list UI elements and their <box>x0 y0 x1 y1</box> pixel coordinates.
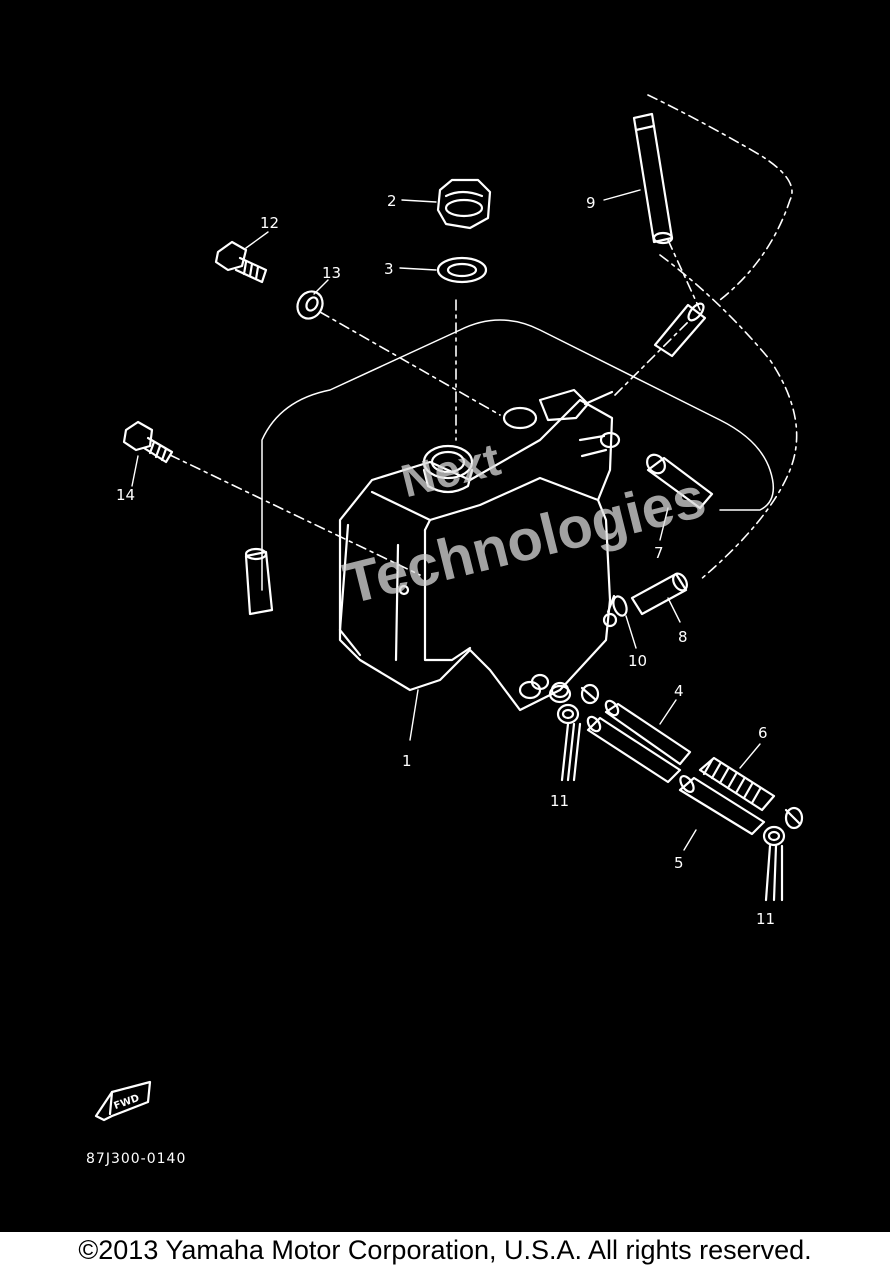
parts-diagram: Next Technologies 2 3 12 13 14 9 1 7 8 1… <box>0 0 890 1232</box>
callout-9: 9 <box>586 194 596 212</box>
hose-7 <box>646 453 714 510</box>
callout-10: 10 <box>628 652 647 670</box>
cap-part <box>436 178 492 230</box>
watermark-line1: Next <box>396 433 505 508</box>
callout-8: 8 <box>678 628 688 646</box>
callout-12: 12 <box>260 214 279 232</box>
callout-11-right: 11 <box>756 910 775 928</box>
bolt-14 <box>122 420 174 464</box>
callout-6: 6 <box>758 724 768 742</box>
clamps-11-right <box>762 806 804 902</box>
callout-3: 3 <box>384 260 394 278</box>
spring-hose-6 <box>698 756 776 812</box>
diagram-code: 87J300-0140 <box>86 1151 186 1167</box>
callout-14: 14 <box>116 486 135 504</box>
washer-13 <box>296 290 324 320</box>
callout-2: 2 <box>387 192 397 210</box>
hose-9 <box>632 112 674 245</box>
copyright-notice: ©2013 Yamaha Motor Corporation, U.S.A. A… <box>78 1235 812 1265</box>
hose-8 <box>630 572 688 616</box>
callout-1: 1 <box>402 752 412 770</box>
callout-11-left: 11 <box>550 792 569 810</box>
gasket-part <box>436 256 488 284</box>
hose-5 <box>678 774 766 836</box>
tank-part <box>338 388 621 712</box>
fwd-arrow-icon <box>94 1080 152 1122</box>
callout-7: 7 <box>654 544 664 562</box>
bolt-12 <box>214 240 268 284</box>
clip-10 <box>606 594 628 617</box>
callout-4: 4 <box>674 682 684 700</box>
hose-left <box>244 547 274 616</box>
clamps-11-left <box>556 683 600 782</box>
hose-lower <box>586 715 682 784</box>
tank-guide-line <box>261 319 775 591</box>
exploded-view-drawing: Next Technologies 2 3 12 13 14 9 1 7 8 1… <box>86 94 804 1167</box>
hose-4 <box>604 699 692 766</box>
watermark-line2: Technologies <box>338 464 712 616</box>
watermark: Next Technologies <box>338 433 712 617</box>
callouts: 2 3 12 13 14 9 1 7 8 10 4 6 5 11 11 <box>116 192 775 928</box>
hose-segment <box>653 302 707 358</box>
callout-5: 5 <box>674 854 684 872</box>
callout-13: 13 <box>322 264 341 282</box>
